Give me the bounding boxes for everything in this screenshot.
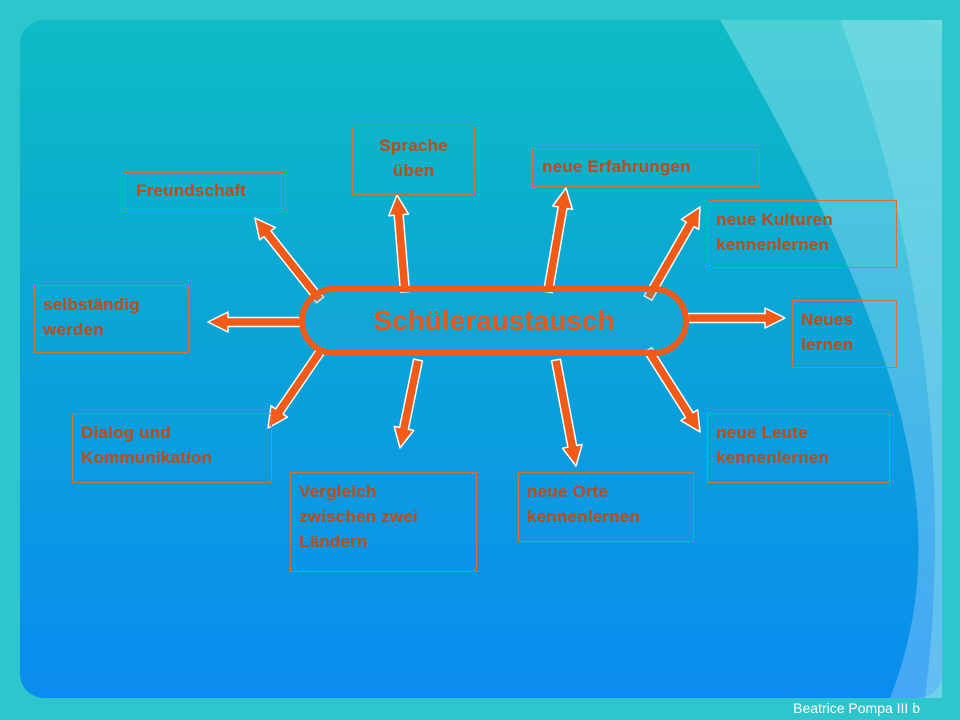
node-neue-erfahrungen: neue Erfahrungen <box>532 149 760 187</box>
arrow-to-leute <box>643 346 701 433</box>
node-neues-lernen: Neues lernen <box>792 300 897 368</box>
arrow-to-selbstaendig <box>207 311 301 333</box>
arrow-to-sprache <box>387 194 411 294</box>
arrow-to-vergleich <box>393 358 424 449</box>
node-neue-orte: neue Orte kennenlernen <box>518 472 694 542</box>
arrow-to-orte <box>550 358 583 467</box>
arrow-to-erfahrungen <box>542 187 574 294</box>
arrow-layer <box>207 187 786 467</box>
node-dialog-kommunikation: Dialog und Kommunikation <box>72 413 272 483</box>
node-vergleich: Vergleich zwischen zwei Ländern <box>290 472 477 572</box>
arrow-to-dialog <box>267 348 325 429</box>
arrow-to-neues <box>687 307 786 329</box>
node-selbstaendig-werden: selbständig werden <box>34 285 189 353</box>
central-topic: Schüleraustausch <box>299 286 689 356</box>
node-neue-kulturen: neue Kulturen kennenlernen <box>707 200 897 268</box>
node-sprache-ueben: Sprache üben <box>352 127 475 195</box>
author-credit: Beatrice Pompa III b <box>793 700 920 716</box>
arrow-to-kulturen <box>643 206 701 301</box>
arrow-to-freundschaft <box>254 217 325 304</box>
node-freundschaft: Freundschaft <box>123 172 286 210</box>
node-neue-leute: neue Leute kennenlernen <box>707 413 890 483</box>
